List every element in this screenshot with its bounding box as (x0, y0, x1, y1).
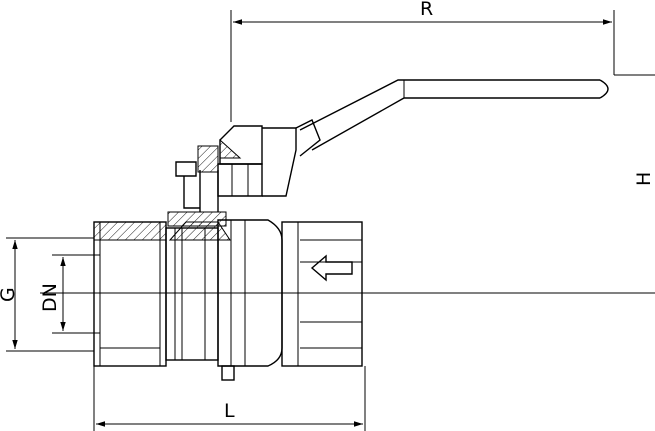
dimension-g: G (0, 237, 94, 352)
dim-label-h: H (633, 172, 655, 186)
valve-handle[interactable] (217, 79, 609, 197)
dimension-r: R (230, 0, 615, 122)
dim-label-l: L (224, 400, 235, 422)
dimension-h: H (300, 74, 655, 294)
dim-label-r: R (420, 0, 433, 20)
dimension-dn: DN (39, 254, 100, 334)
dim-label-g: G (0, 287, 19, 302)
dimension-l: L (93, 366, 366, 431)
flow-arrow-icon (310, 254, 353, 282)
valve-body (93, 219, 363, 381)
dim-label-dn: DN (39, 283, 61, 312)
